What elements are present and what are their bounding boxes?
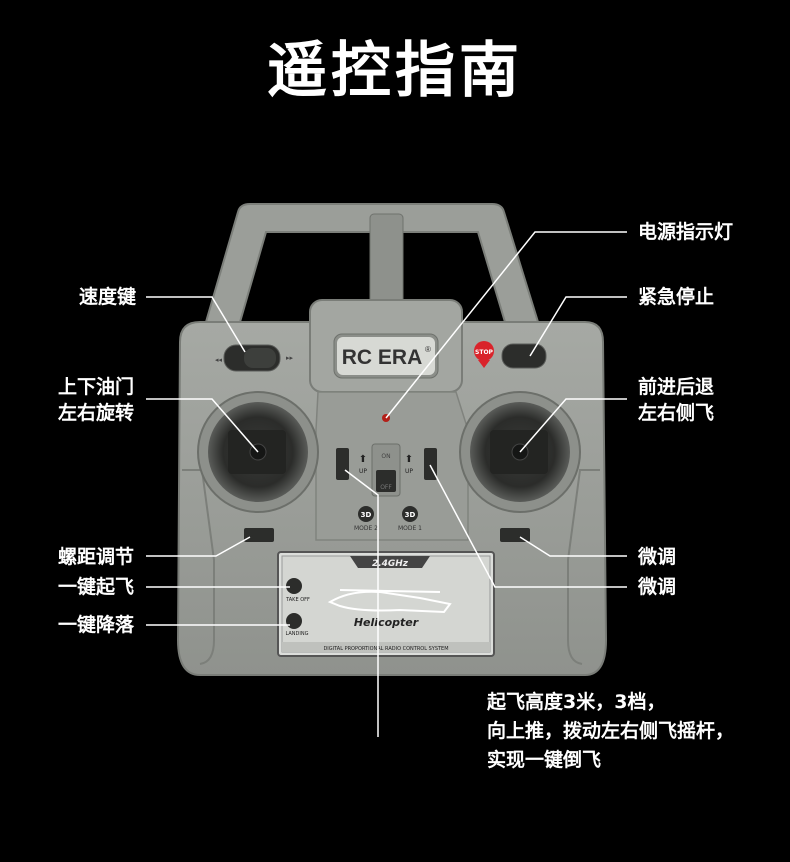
mode-left-label: MODE 2	[354, 525, 378, 532]
speed-switch[interactable]: ◂◂ ▸▸	[215, 344, 294, 372]
mode-1-indicator: 3D MODE 1	[398, 506, 422, 532]
label-trim-2: 微调	[638, 576, 677, 598]
label-emergency-stop: 紧急停止	[638, 286, 715, 308]
brand-text: RC ERA	[342, 346, 423, 369]
label-throttle-line2: 左右旋转	[58, 402, 135, 424]
left-vertical-trim[interactable]	[336, 448, 349, 480]
label-forward-line2: 左右侧飞	[638, 402, 715, 424]
label-power-indicator: 电源指示灯	[638, 221, 734, 243]
model-name: Helicopter	[354, 616, 419, 629]
stop-badge-text: STOP	[475, 349, 494, 356]
label-throttle-line1: 上下油门	[58, 376, 135, 398]
mode-2-indicator: 3D MODE 2	[354, 506, 378, 532]
footer-text: DIGITAL PROPORTIONAL RADIO CONTROL SYSTE…	[323, 646, 448, 652]
helicopter-icon	[327, 589, 452, 614]
landing-label: LANDING	[285, 631, 308, 637]
label-one-key-landing: 一键降落	[58, 614, 135, 636]
mode-right-badge: 3D	[405, 511, 416, 519]
power-switch[interactable]: ON OFF	[371, 443, 401, 497]
label-forward: 前进后退 左右侧飞	[638, 374, 714, 426]
arrow-up-icon: ⬆	[359, 454, 367, 465]
page-title: 遥控指南	[267, 36, 523, 106]
antenna	[369, 213, 404, 307]
label-one-key-takeoff: 一键起飞	[58, 576, 135, 598]
stop-badge-icon	[474, 341, 494, 361]
landing-button[interactable]	[286, 613, 302, 629]
note-line2: 向上推，拨动左右侧飞摇杆，	[487, 720, 735, 742]
switch-on-label: ON	[381, 453, 390, 460]
label-panel: 2.4GHz Helicopter TAKE OFF LANDING DIGIT…	[277, 551, 495, 657]
up-left-label: UP	[359, 468, 367, 475]
brand-logo: RC ERA ®	[333, 333, 439, 379]
brand-mark: ®	[425, 345, 431, 354]
note-line1: 起飞高度3米，3档，	[487, 691, 666, 713]
svg-text:▸▸: ▸▸	[286, 354, 294, 362]
mode-right-label: MODE 1	[398, 525, 422, 532]
label-pitch-trim: 螺距调节	[58, 546, 135, 568]
label-throttle: 上下油门 左右旋转	[58, 374, 134, 426]
frequency-label: 2.4GHz	[372, 559, 409, 569]
left-horizontal-trim[interactable]	[244, 528, 274, 542]
label-speed-key: 速度键	[79, 286, 137, 308]
takeoff-button[interactable]	[286, 578, 302, 594]
switch-off-label: OFF	[380, 484, 392, 491]
emergency-stop-button[interactable]: STOP	[474, 341, 547, 369]
takeoff-label: TAKE OFF	[285, 597, 310, 603]
label-forward-line1: 前进后退	[638, 376, 715, 398]
note-line3: 实现一键倒飞	[487, 749, 602, 771]
arrow-up-icon: ⬆	[405, 454, 413, 465]
mode-left-badge: 3D	[361, 511, 372, 519]
svg-text:◂◂: ◂◂	[215, 356, 223, 364]
label-trim-1: 微调	[638, 546, 677, 568]
takeoff-note: 起飞高度3米，3档， 向上推，拨动左右侧飞摇杆， 实现一键倒飞	[487, 688, 734, 775]
callout-lines	[146, 231, 627, 737]
up-right-label: UP	[405, 468, 413, 475]
